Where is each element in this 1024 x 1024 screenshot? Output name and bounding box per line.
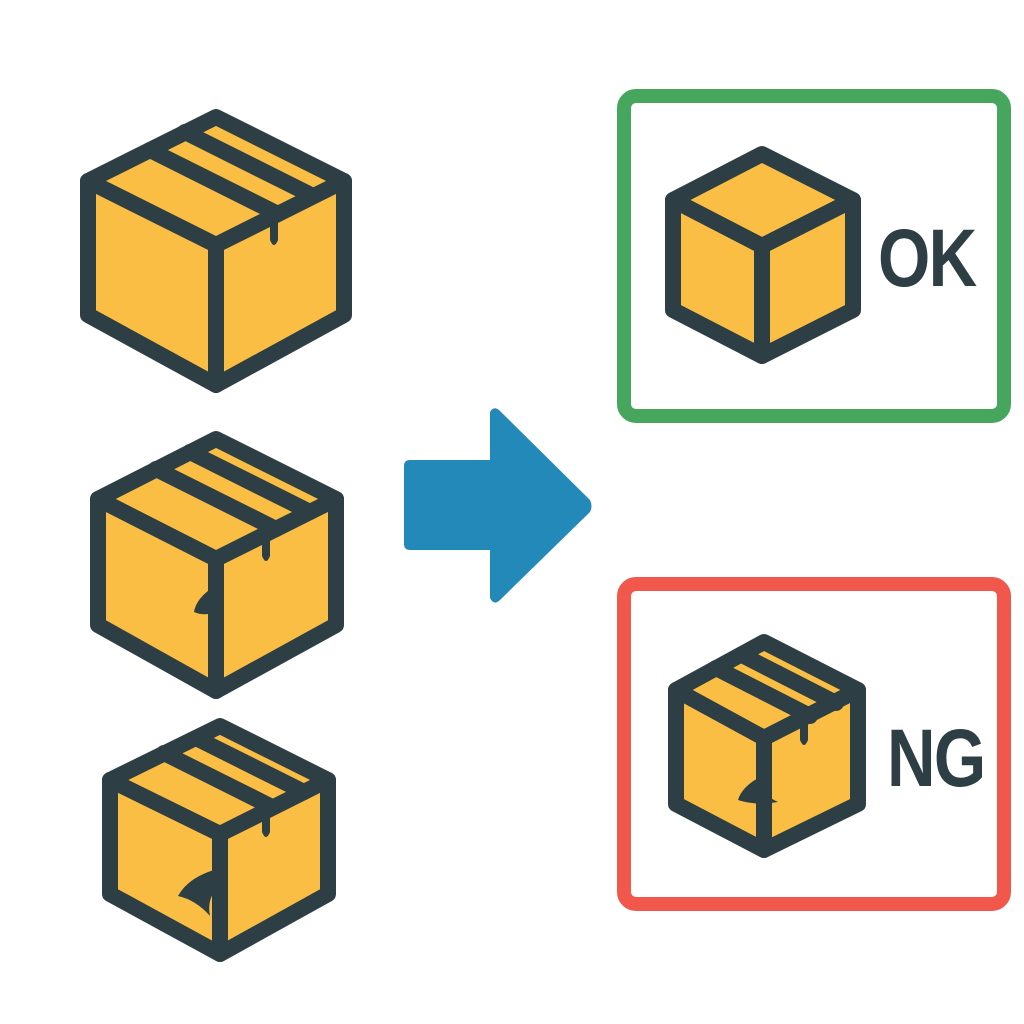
tape-drip-icon bbox=[262, 804, 270, 837]
crack-icon bbox=[178, 870, 222, 916]
ng-result-panel bbox=[617, 577, 1011, 911]
package-icon bbox=[665, 146, 861, 364]
package-icon bbox=[80, 109, 352, 393]
right-arrow-icon bbox=[404, 408, 592, 603]
input-box-2 bbox=[90, 431, 344, 699]
tape-drip-icon bbox=[262, 526, 270, 561]
tape-drip-icon bbox=[270, 210, 278, 245]
input-box-1 bbox=[80, 109, 352, 393]
tape-drip-icon bbox=[800, 712, 808, 745]
damaged-package-icon bbox=[90, 431, 344, 699]
ok-result-panel bbox=[617, 89, 1011, 423]
damaged-package-icon bbox=[102, 718, 336, 962]
crack-icon bbox=[194, 585, 224, 615]
ng-label: NG bbox=[887, 713, 986, 804]
ok-label: OK bbox=[878, 213, 977, 304]
input-box-3 bbox=[102, 718, 336, 962]
crack-icon bbox=[738, 776, 778, 804]
damaged-package-icon bbox=[668, 634, 866, 858]
